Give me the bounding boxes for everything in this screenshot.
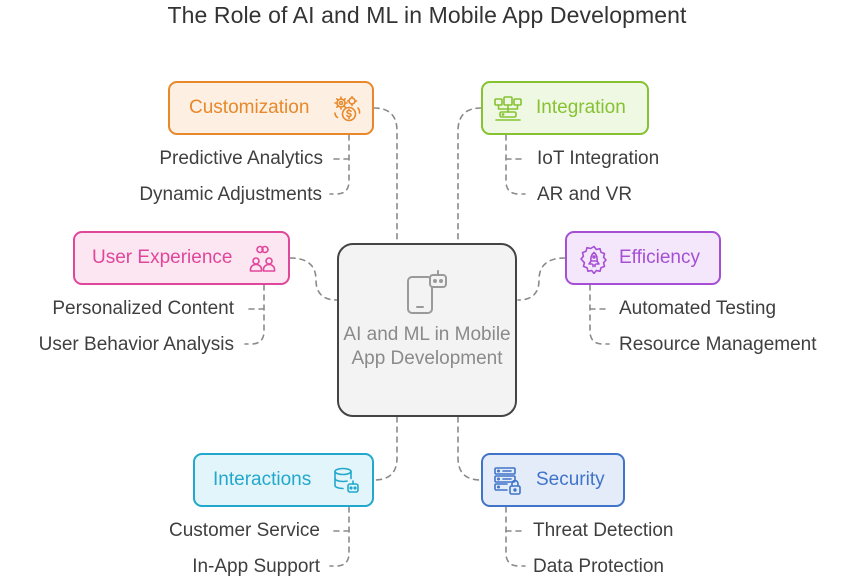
connector-efficiency	[517, 257, 566, 301]
item-predictive-analytics: Predictive Analytics	[159, 148, 323, 169]
branch-integration: Integration	[481, 81, 649, 135]
server-lock-icon	[493, 466, 523, 496]
center-label: AI and ML in Mobile App Development	[343, 324, 511, 369]
item-in-app-support: In-App Support	[192, 556, 320, 577]
interactions-label: Interactions	[213, 469, 312, 490]
mobile-robot-icon	[405, 269, 451, 317]
branch-interactions: Interactions	[193, 453, 374, 507]
item-threat-detection: Threat Detection	[533, 520, 674, 541]
connected-devices-icon	[493, 94, 523, 124]
database-bot-icon	[331, 466, 361, 496]
integration-label: Integration	[536, 97, 626, 118]
item-personalized-content: Personalized Content	[52, 298, 234, 319]
branch-customization: Customization	[168, 81, 374, 135]
center-node: AI and ML in Mobile App Development	[337, 243, 517, 417]
connector-sec-sub	[505, 506, 526, 567]
item-customer-service: Customer Service	[169, 520, 320, 541]
gears-dollar-icon	[332, 94, 362, 124]
connector-integration	[457, 107, 482, 244]
security-label: Security	[536, 469, 605, 490]
connector-integration-sub	[505, 134, 526, 195]
branch-user-experience: User Experience	[73, 231, 290, 285]
connector-eff-sub	[589, 284, 610, 345]
efficiency-label: Efficiency	[619, 247, 700, 268]
item-dynamic-adjustments: Dynamic Adjustments	[139, 184, 322, 205]
connector-customization-sub	[329, 134, 350, 195]
branch-security: Security	[481, 453, 625, 507]
connector-ux-sub	[244, 284, 265, 345]
item-data-protection: Data Protection	[533, 556, 664, 577]
item-resource-management: Resource Management	[619, 334, 817, 355]
user-experience-label: User Experience	[92, 247, 233, 268]
connector-customization	[373, 107, 398, 244]
item-automated-testing: Automated Testing	[619, 298, 777, 319]
diagram-title: The Role of AI and ML in Mobile App Deve…	[167, 2, 687, 28]
connector-security	[457, 416, 482, 481]
branch-efficiency: Efficiency	[565, 231, 721, 285]
item-iot-integration: IoT Integration	[537, 148, 660, 169]
connector-int-sub	[329, 506, 350, 567]
connector-user-experience	[289, 257, 338, 301]
customization-label: Customization	[189, 97, 310, 118]
gear-rocket-icon	[579, 244, 609, 274]
item-ar-vr: AR and VR	[537, 184, 633, 205]
users-link-icon	[248, 244, 278, 274]
item-user-behavior-analysis: User Behavior Analysis	[38, 334, 234, 355]
connector-interactions	[373, 416, 398, 481]
